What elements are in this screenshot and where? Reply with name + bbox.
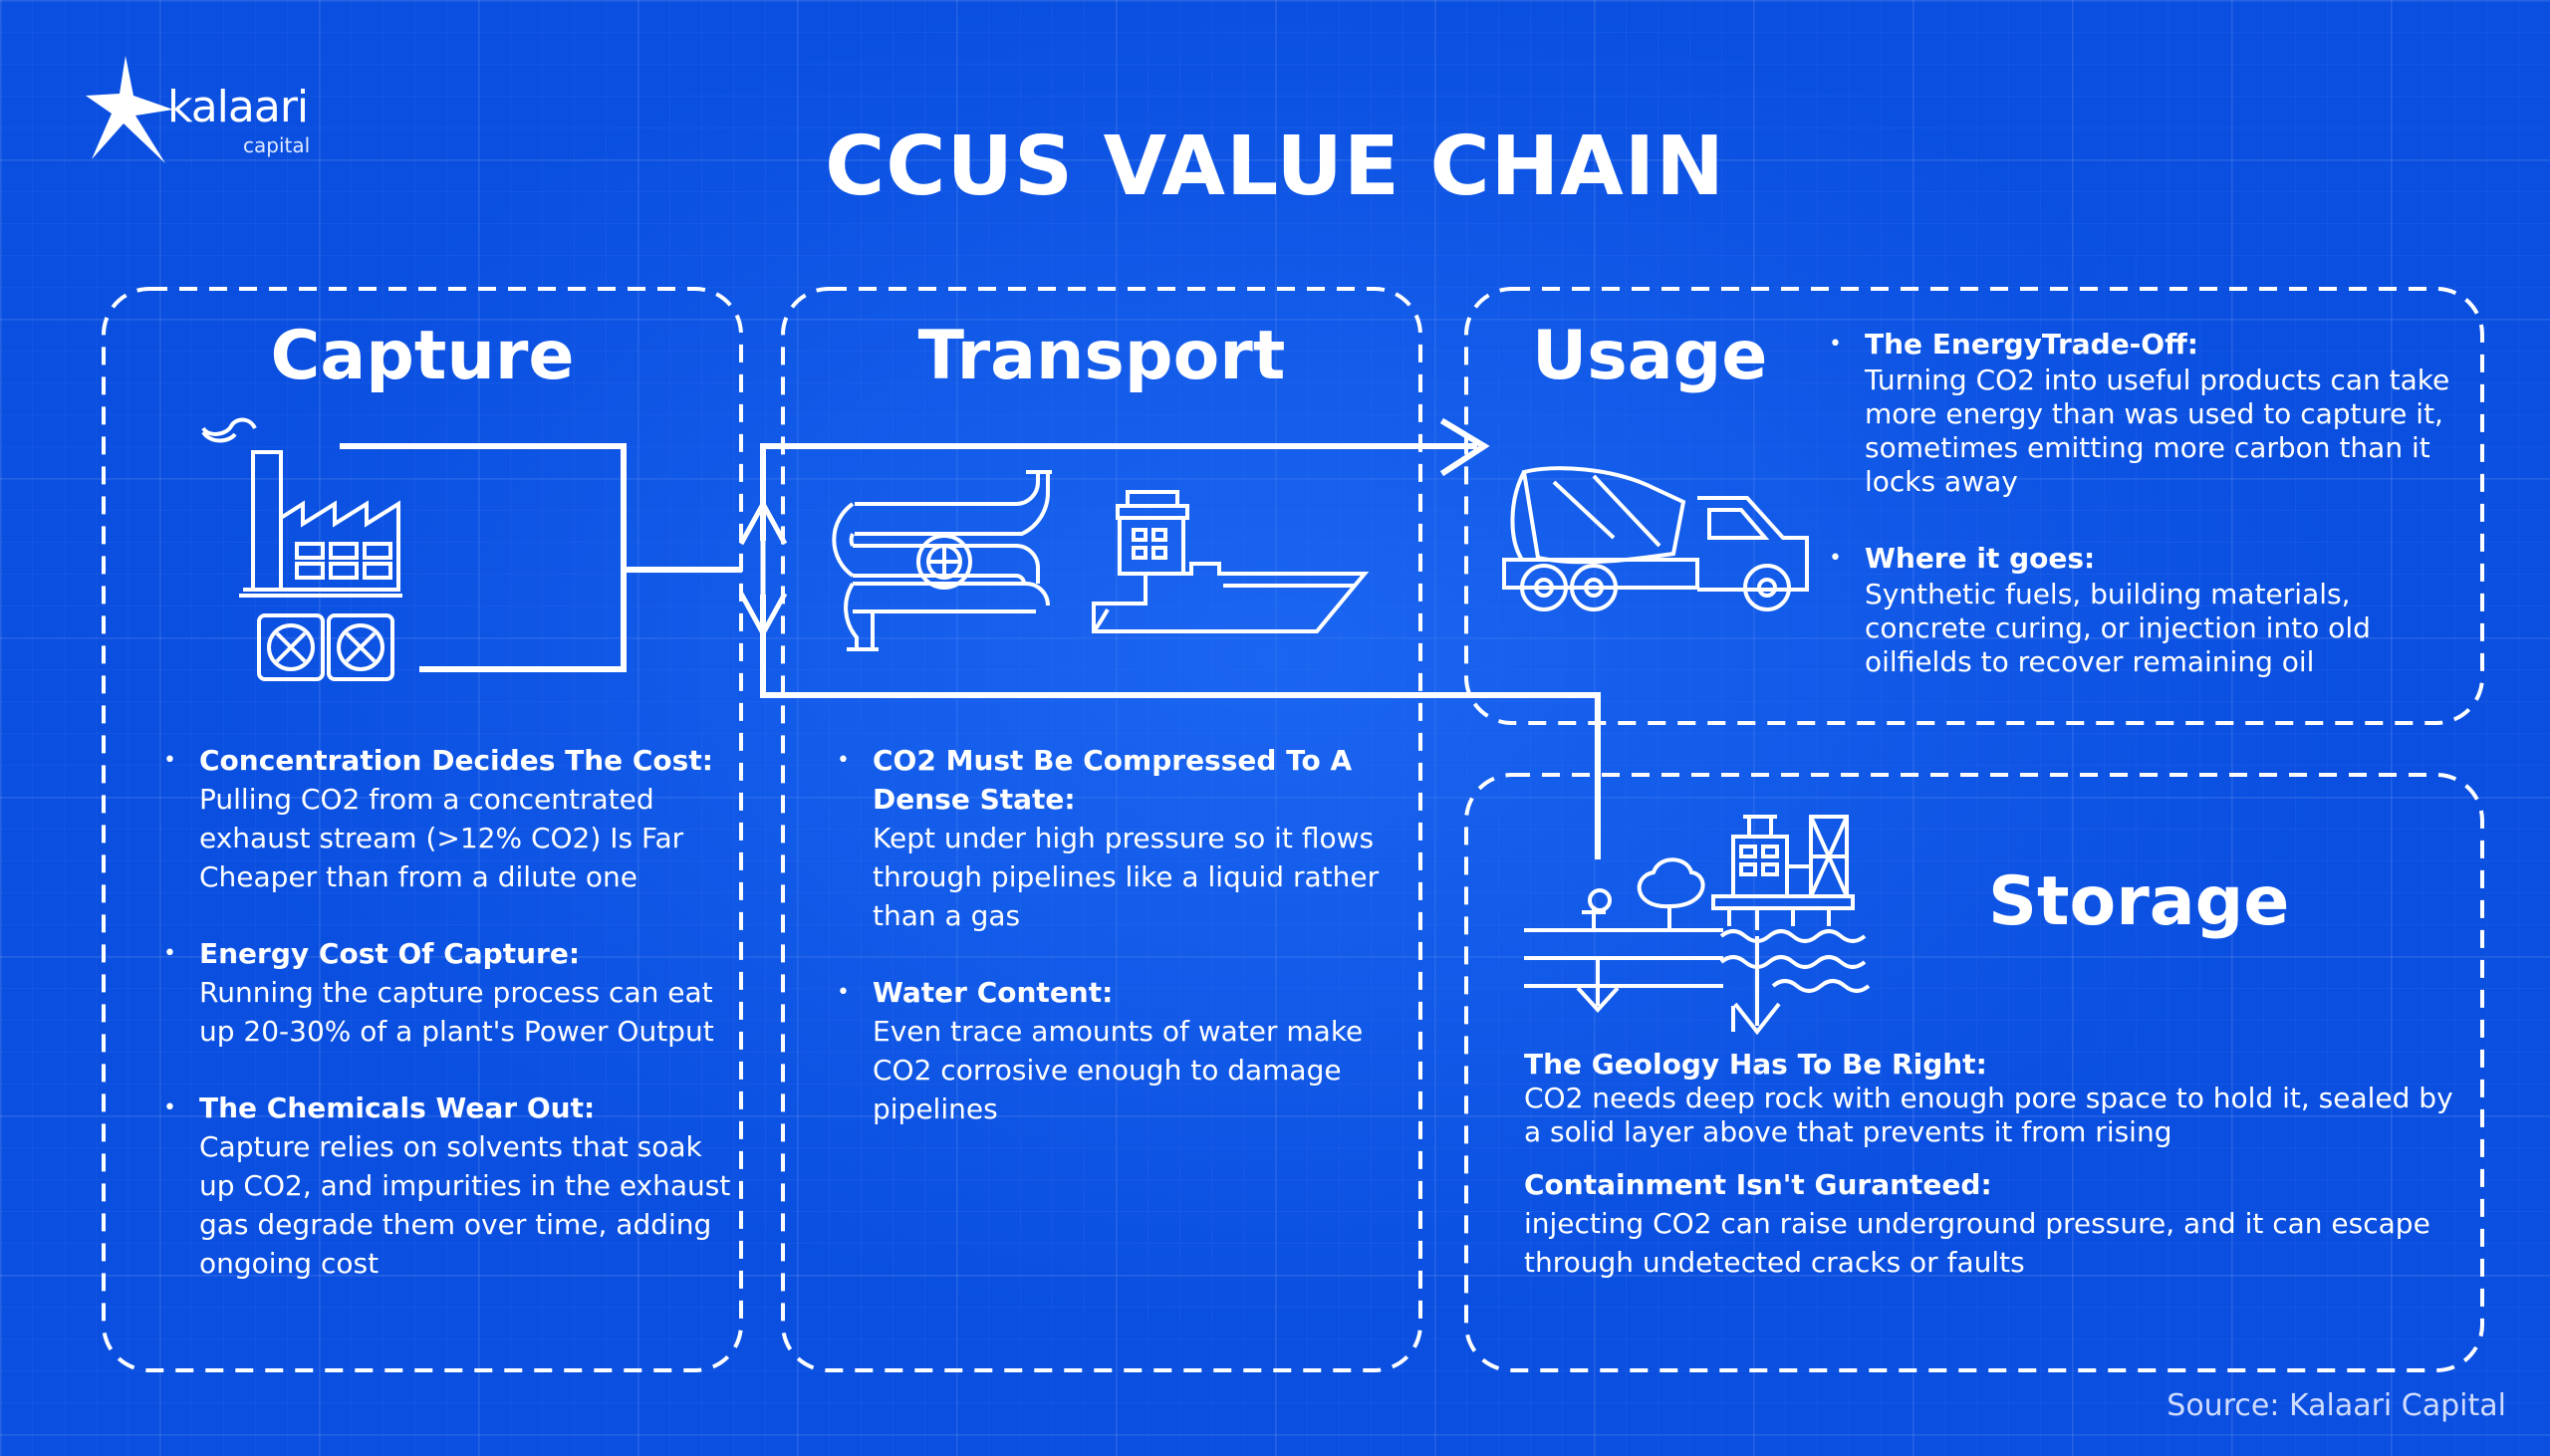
brand-name: kalaari [167,82,309,132]
list-item: CO2 Must Be Compressed To A Dense State:… [837,741,1395,935]
factory-icon [201,417,402,681]
ship-icon [1092,490,1370,633]
brand-sub: capital [243,133,311,157]
list-item: Concentration Decides The Cost:Pulling C… [163,741,731,896]
concrete-truck-icon [1502,466,1809,611]
transport-to-storage-line [760,595,1601,859]
star-logo-icon [86,56,173,163]
transport-panel [781,287,1422,1372]
usage-title: Usage [1532,317,1768,395]
list-item: The Chemicals Wear Out:Capture relies on… [163,1089,731,1283]
transport-title: Transport [917,317,1286,395]
list-item: Energy Cost Of Capture:Running the captu… [163,934,731,1051]
pipeline-icon [832,470,1052,651]
capture-points: Concentration Decides The Cost:Pulling C… [163,741,731,1321]
double-arrow-icon [738,498,788,639]
list-item: Where it goes:Synthetic fuels, building … [1829,539,2456,679]
usage-panel [1464,287,2484,725]
capture-title: Capture [270,317,575,395]
storage-panel [1464,773,2484,1372]
storage-point-containment: Containment Isn't Guranteed: injecting C… [1524,1168,2430,1279]
page-title: CCUS VALUE CHAIN [825,120,1725,214]
usage-arrow-head [1439,417,1490,477]
capture-connector [340,443,627,672]
list-item: The EnergyTrade-Off:Turning CO2 into use… [1829,325,2456,499]
source-note: Source: Kalaari Capital [2167,1388,2506,1423]
transport-points: CO2 Must Be Compressed To A Dense State:… [837,741,1395,1166]
storage-title: Storage [1988,862,2290,941]
brand-logo: kalaari capital [86,52,315,171]
capture-panel [102,287,743,1372]
list-item: Water Content:Even trace amounts of wate… [837,973,1395,1128]
offshore-storage-icon [1524,815,1871,1036]
storage-point-geology: The Geology Has To Be Right: CO2 needs d… [1524,1048,2453,1148]
usage-points: The EnergyTrade-Off:Turning CO2 into use… [1829,325,2456,717]
